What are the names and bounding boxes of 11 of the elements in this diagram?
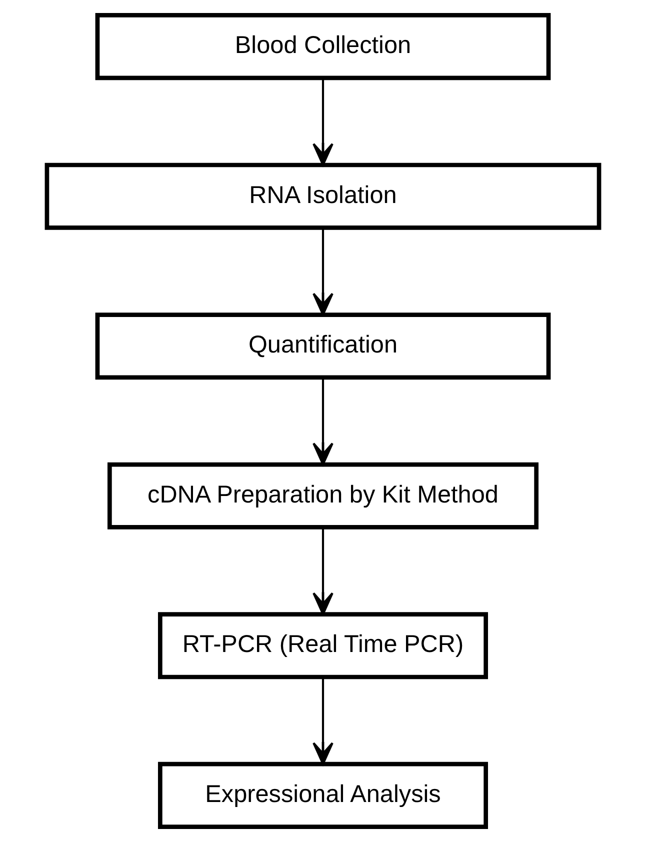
arrow: [312, 78, 334, 166]
node-box: RT-PCR (Real Time PCR): [158, 612, 488, 680]
arrow: [312, 378, 334, 466]
arrow: [312, 228, 334, 316]
node-box: RNA Isolation: [44, 162, 602, 230]
arrow: [312, 678, 334, 765]
node-box: Quantification: [95, 312, 551, 380]
arrow: [312, 528, 334, 616]
node-box: Expressional Analysis: [158, 762, 488, 829]
node-box: cDNA Preparation by Kit Method: [107, 462, 539, 530]
node-box: Blood Collection: [95, 13, 551, 80]
